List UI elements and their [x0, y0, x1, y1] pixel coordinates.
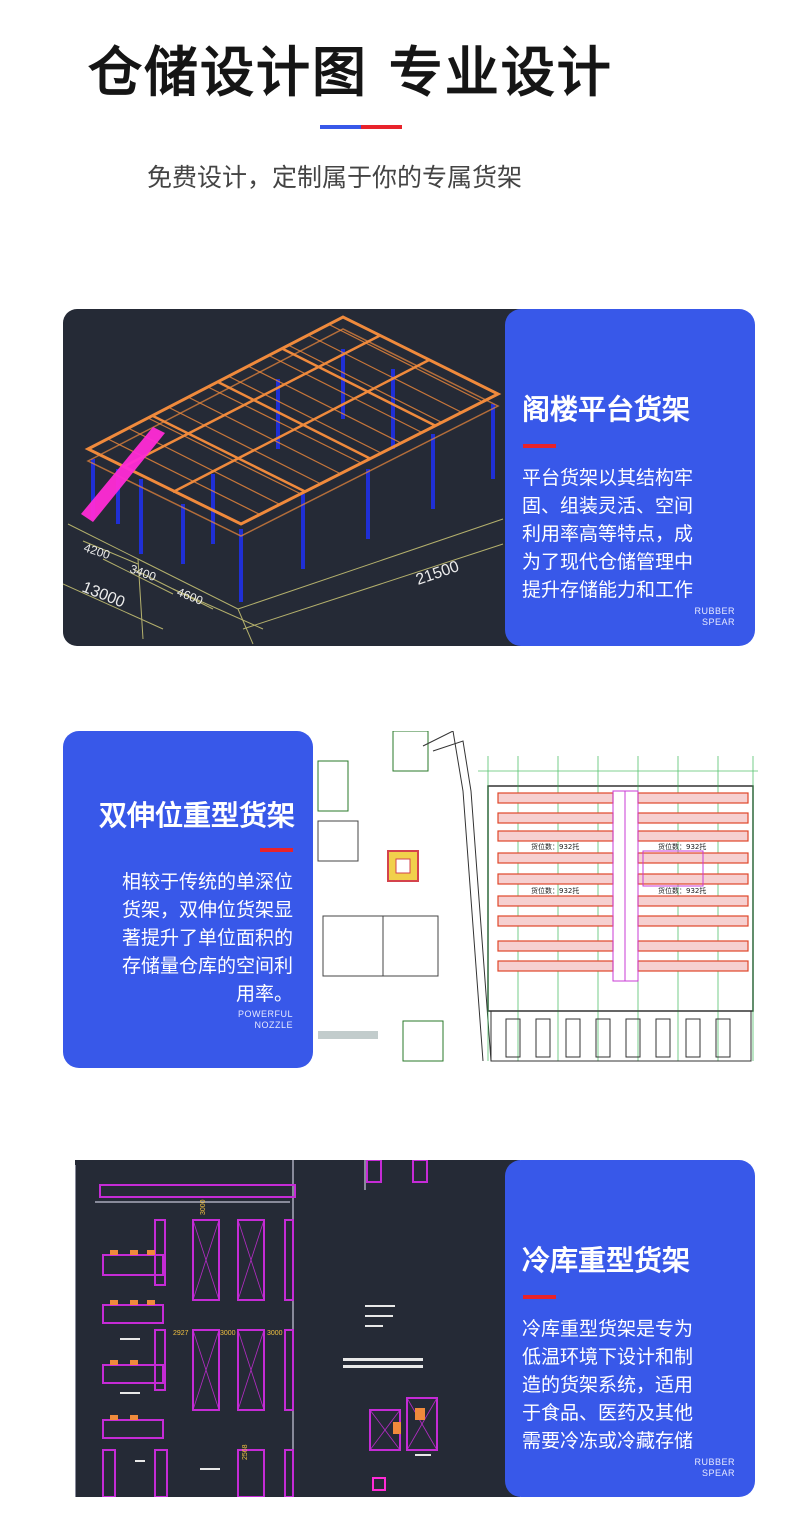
- dimension-label: 3000: [200, 1199, 207, 1215]
- card-title: 冷库重型货架: [522, 1244, 691, 1277]
- dimension-label: 2568: [242, 1444, 249, 1460]
- double-deep-drawing: 货位数：932托 货位数：932托 货位数：932托 货位数：932托: [313, 731, 758, 1068]
- card-accent-bar: [523, 444, 556, 448]
- capacity-label: 货位数：932托: [531, 886, 579, 895]
- dimension-label: 21500: [414, 558, 462, 589]
- dimension-label: 4600: [175, 585, 205, 608]
- page-subtitle: 免费设计，定制属于你的专属货架: [147, 163, 523, 192]
- card-tag: RUBBER SPEAR: [694, 606, 735, 627]
- capacity-label: 货位数：932托: [658, 886, 706, 895]
- card-description: 平台货架以其结构牢 固、组装灵活、空间 利用率高等特点，成 为了现代仓储管理中 …: [522, 467, 694, 601]
- card-tag: RUBBER SPEAR: [694, 1457, 735, 1478]
- card-description: 冷库重型货架是专为 低温环境下设计和制 造的货架系统，适用 于食品、医药及其他 …: [522, 1318, 694, 1452]
- divider-blue-segment: [320, 125, 361, 129]
- card-cold-storage-rack: 冷库重型货架 冷库重型货架是专为 低温环境下设计和制 造的货架系统，适用 于食品…: [505, 1160, 755, 1497]
- dimension-label: 2927: [173, 1330, 189, 1337]
- card-title: 阁楼平台货架: [522, 393, 691, 426]
- dimension-label: 3000: [220, 1330, 236, 1337]
- card-title: 双伸位重型货架: [98, 799, 295, 832]
- cold-storage-drawing: 3000 2927 3000 3000 2568: [75, 1160, 520, 1497]
- capacity-label: 货位数：932托: [531, 842, 579, 851]
- title-divider: [320, 125, 402, 129]
- card-double-deep-rack: 双伸位重型货架 相较于传统的单深位 货架，双伸位货架显 著提升了单位面积的 存储…: [63, 731, 313, 1068]
- card-description: 相较于传统的单深位 货架，双伸位货架显 著提升了单位面积的 存储量仓库的空间利 …: [121, 871, 293, 1005]
- dimension-label: 3400: [128, 562, 158, 584]
- page-title: 仓储设计图 专业设计: [88, 41, 613, 104]
- dimension-label: 3000: [267, 1330, 283, 1337]
- card-accent-bar: [260, 848, 293, 852]
- capacity-label: 货位数：932托: [658, 842, 706, 851]
- divider-red-segment: [361, 125, 402, 129]
- card-tag: POWERFUL NOZZLE: [237, 1009, 293, 1030]
- mezzanine-drawing: 4200 3400 4600 13000 21500: [63, 309, 523, 646]
- card-accent-bar: [523, 1295, 556, 1299]
- card-mezzanine-rack: 阁楼平台货架 平台货架以其结构牢 固、组装灵活、空间 利用率高等特点，成 为了现…: [505, 309, 755, 646]
- dimension-label: 13000: [80, 579, 128, 611]
